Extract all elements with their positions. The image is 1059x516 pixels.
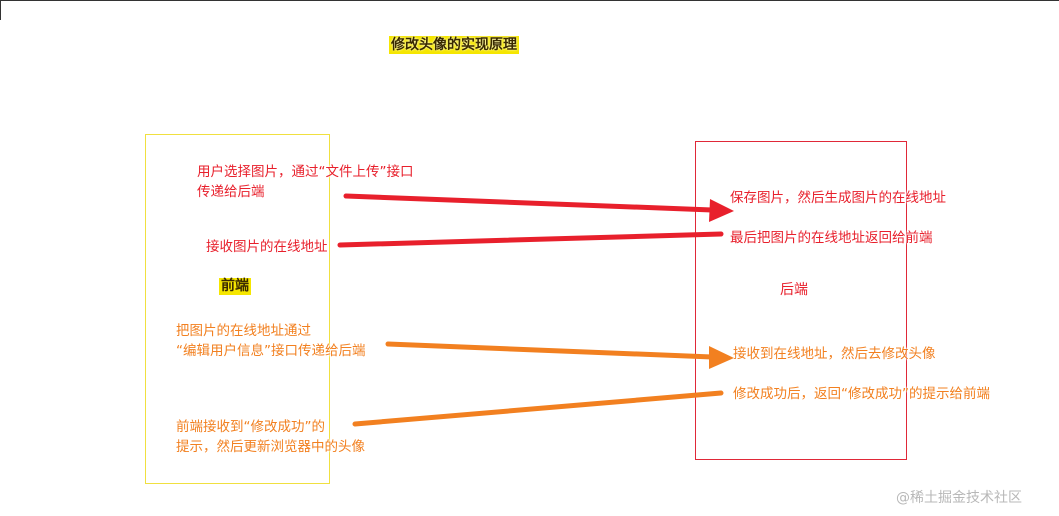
- back-step-save-image-text: 保存图片，然后生成图片的在线地址: [730, 190, 946, 206]
- diagram-title: 修改头像的实现原理: [389, 36, 519, 54]
- front-step-upload-text: 用户选择图片，通过“文件上传”接口 传递给后端: [197, 164, 414, 200]
- back-step-update-avatar-text: 接收到在线地址，然后去修改头像: [733, 346, 936, 362]
- arrow-send-url-to-backend: [385, 341, 734, 369]
- front-step-receive-url-text: 接收图片的在线地址: [206, 239, 328, 255]
- frontend-label: 前端: [219, 278, 251, 295]
- backend-box: [695, 141, 907, 460]
- front-step-send-url-text: 把图片的在线地址通过 “编辑用户信息”接口传递给后端: [176, 323, 366, 359]
- backend-label: 后端: [780, 282, 808, 298]
- arrow-url-to-frontend: [337, 231, 724, 248]
- front-step-update-avatar-text: 前端接收到“修改成功”的 提示，然后更新浏览器中的头像: [176, 419, 365, 455]
- back-step-return-url-text: 最后把图片的在线地址返回给前端: [730, 230, 933, 246]
- arrow-success-to-frontend: [352, 390, 724, 427]
- frontend-box: [145, 134, 330, 484]
- frame-top-border: [0, 0, 1059, 1]
- arrow-upload-to-backend: [343, 193, 734, 222]
- back-step-return-success-text: 修改成功后，返回“修改成功”的提示给前端: [733, 386, 990, 402]
- frame-left-border: [0, 0, 1, 20]
- watermark: @稀土掘金技术社区: [896, 490, 1022, 506]
